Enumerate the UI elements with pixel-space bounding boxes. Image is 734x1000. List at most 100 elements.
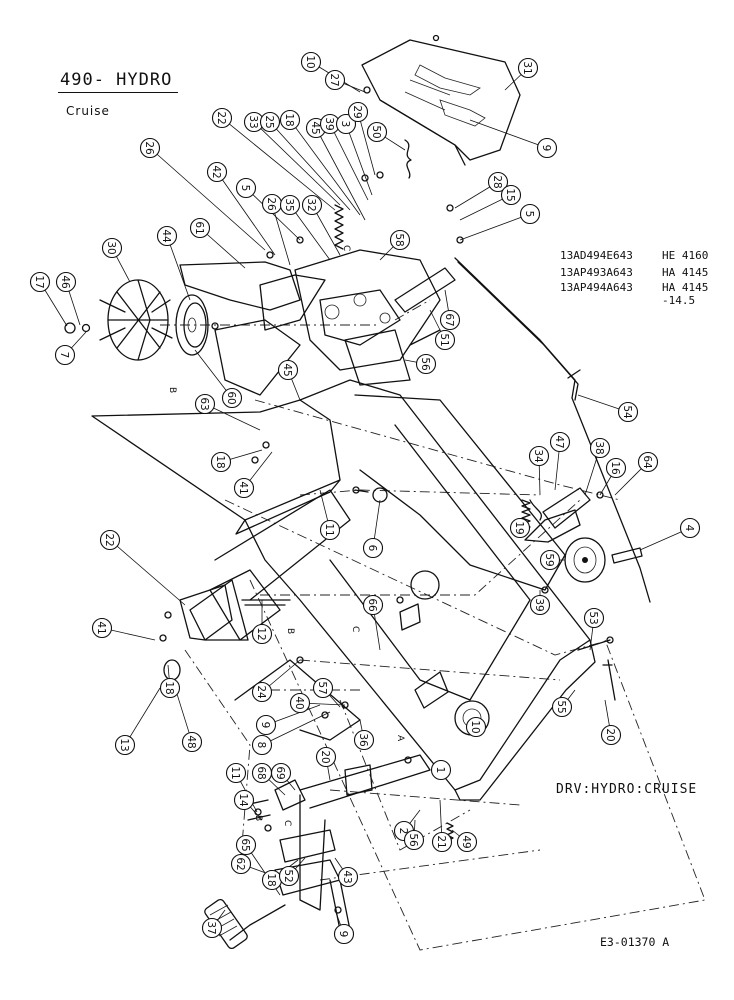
callout-number: 18 [265, 873, 277, 886]
callout-circle [430, 759, 452, 781]
reference-letter: C [341, 245, 351, 251]
part-callout: 27 [324, 69, 346, 91]
callout-circle [101, 237, 123, 259]
callout-leader-line [357, 111, 376, 176]
callout-number: 61 [193, 221, 205, 234]
callout-circle [235, 177, 257, 199]
callout-circle [233, 789, 255, 811]
callout-leader-line [124, 687, 161, 746]
callout-number: 9 [259, 722, 271, 729]
callout-number: 5 [523, 211, 535, 218]
callout-number: 2 [397, 828, 409, 835]
callout-circle [333, 923, 355, 945]
part-callout: 69 [270, 762, 292, 784]
part-callout: 43 [337, 866, 359, 888]
part-callout: 56 [415, 353, 437, 375]
callout-number: 9 [337, 931, 349, 938]
callout-number: 19 [513, 521, 525, 534]
part-callout: 22 [99, 529, 121, 551]
callout-circle [114, 734, 136, 756]
callout-number: 33 [247, 115, 259, 128]
part-callout: 1 [430, 759, 452, 781]
callout-number: 3 [339, 121, 351, 128]
part-callout: 18 [279, 109, 301, 131]
callout-number: 44 [160, 229, 172, 243]
callout-circle [529, 594, 551, 616]
reference-letter: B [285, 628, 295, 634]
part-callout: 41 [91, 617, 113, 639]
callout-number: 21 [435, 835, 447, 848]
part-callout: 17 [29, 271, 51, 293]
callout-leader-line [149, 147, 266, 251]
callout-leader-line [289, 204, 331, 261]
callout-circle [415, 353, 437, 375]
callout-number: 49 [460, 835, 472, 848]
hydro-transaxle [179, 249, 456, 396]
callout-leader-line [194, 349, 233, 399]
callout-circle [251, 623, 273, 645]
reference-letter: B [253, 815, 263, 821]
callout-circle [605, 457, 627, 479]
part-callout: 26 [261, 193, 283, 215]
part-callout: 30 [101, 237, 123, 259]
part-callout: 14 [233, 789, 255, 811]
callout-leader-line [261, 711, 331, 746]
callout-number: 35 [283, 198, 295, 211]
callout-circle [55, 271, 77, 293]
part-callout: 5 [519, 203, 541, 225]
callout-number: 16 [609, 461, 621, 475]
callout-number: 36 [357, 733, 369, 747]
callout-number: 1 [434, 767, 446, 774]
reference-letter: A [395, 735, 405, 742]
callout-number: 47 [553, 435, 565, 448]
part-callout: 35 [279, 194, 301, 216]
part-callout: 39 [319, 113, 341, 135]
callout-circle [362, 537, 384, 559]
part-callout: 10 [300, 51, 322, 73]
callout-circle [225, 762, 247, 784]
part-callout: 67 [439, 309, 461, 331]
callout-circle [389, 229, 411, 251]
part-callout: 7 [54, 344, 76, 366]
part-callout: 65 [235, 834, 257, 856]
callout-number: 68 [255, 766, 267, 779]
reference-letter: B [167, 387, 177, 393]
callout-circle [536, 137, 558, 159]
callout-circle [456, 831, 478, 853]
callout-number: 53 [587, 611, 599, 624]
part-callout: 12 [251, 623, 273, 645]
drawing-reference: E3-01370 A [600, 935, 670, 949]
callout-number: 24 [255, 685, 267, 699]
part-callout: 6 [362, 537, 384, 559]
part-callout: 9 [536, 137, 558, 159]
part-callout: 29 [347, 101, 369, 123]
callout-number: 32 [305, 198, 317, 211]
part-callout: 33 [243, 111, 265, 133]
callout-leader-line [109, 539, 186, 606]
callout-circle [324, 69, 346, 91]
callout-circle [251, 681, 273, 703]
callout-circle [301, 194, 323, 216]
callout-circle [366, 121, 388, 143]
callout-circle [233, 477, 255, 499]
part-callout: 18 [261, 869, 283, 891]
callout-circle [315, 746, 337, 768]
callout-circle [194, 393, 216, 415]
part-callout: 9 [255, 714, 277, 736]
part-callout: 48 [181, 731, 203, 753]
left-bracket [159, 584, 291, 681]
callout-circle [206, 161, 228, 183]
callout-circle [54, 344, 76, 366]
callout-circle [517, 57, 539, 79]
callout-circle [279, 109, 301, 131]
part-callout: 60 [221, 387, 243, 409]
model-spec: HE 4160 [662, 249, 709, 262]
callout-number: 26 [265, 197, 277, 211]
part-callout: 51 [434, 329, 456, 351]
title-underline [58, 92, 178, 93]
callout-number: 29 [351, 105, 363, 118]
callout-number: 25 [263, 115, 275, 128]
callout-leader-line [166, 235, 191, 301]
